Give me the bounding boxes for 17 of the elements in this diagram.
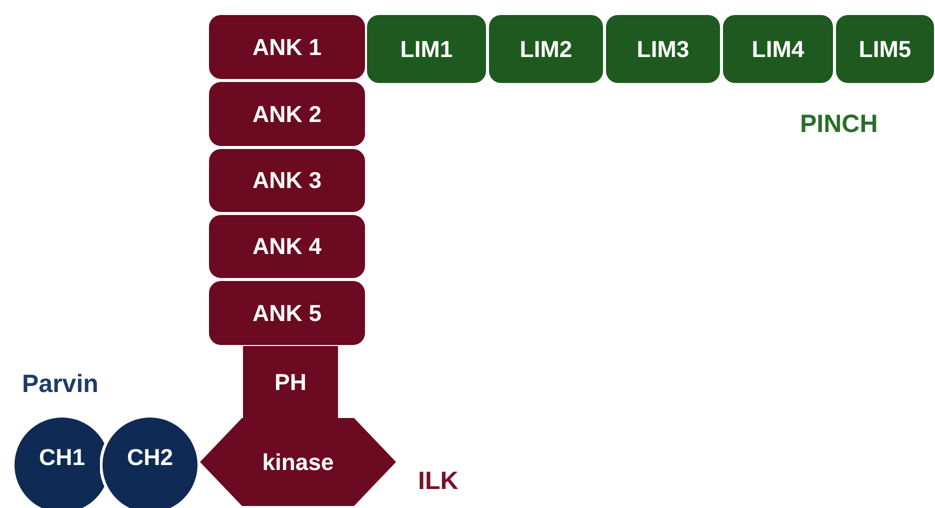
domain-name: LIM5	[858, 36, 912, 62]
domain-name: ANK 2	[252, 100, 322, 128]
domain-name: LIM3	[636, 36, 690, 62]
protein-name: PINCH	[800, 110, 878, 139]
domain-name: ANK 4	[252, 233, 322, 260]
domain-name: ANK 5	[252, 300, 322, 326]
protein-name: ILK	[418, 467, 458, 496]
domain-name: LIM4	[752, 36, 804, 62]
domain-name: PH	[274, 369, 306, 396]
domain-name: CH1	[38, 444, 85, 471]
domain-name: kinase	[262, 448, 334, 476]
domain-name: LIM2	[520, 36, 572, 62]
protein-name: Parvin	[22, 370, 98, 399]
domain-name: ANK 1	[252, 34, 322, 60]
domain-name: LIM1	[400, 36, 453, 62]
domain-name: ANK 3	[252, 167, 322, 194]
domain-name: CH2	[126, 444, 173, 471]
